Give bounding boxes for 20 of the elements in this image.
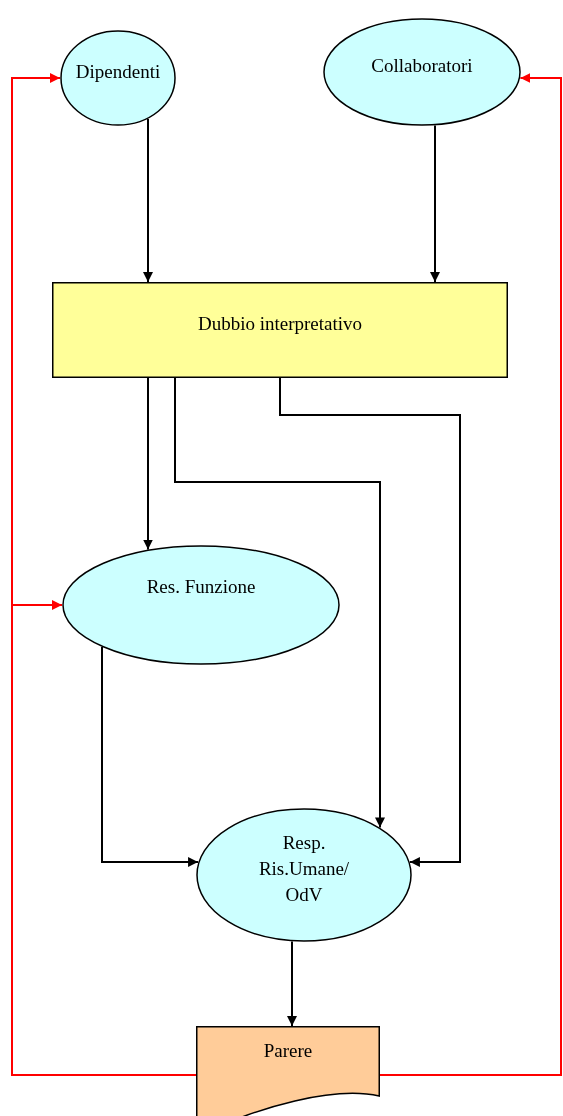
process-box bbox=[52, 282, 508, 378]
document-shape bbox=[196, 1026, 380, 1116]
node-label: Parere bbox=[262, 1039, 314, 1063]
node-label: Res. Funzione bbox=[145, 575, 257, 599]
node-label: Dubbio interpretativo bbox=[196, 312, 364, 336]
arrow bbox=[430, 124, 440, 283]
ellipse-node bbox=[60, 30, 176, 126]
ellipse-node bbox=[323, 18, 521, 126]
ellipse-node bbox=[62, 545, 340, 665]
arrow bbox=[287, 940, 297, 1027]
arrow bbox=[143, 377, 153, 551]
ellipse-node bbox=[196, 808, 412, 942]
arrow bbox=[174, 377, 385, 829]
node-label: Dipendenti bbox=[74, 60, 162, 84]
arrow bbox=[101, 646, 200, 867]
node-label: Collaboratori bbox=[370, 54, 474, 78]
arrow bbox=[379, 73, 562, 1076]
arrow bbox=[143, 118, 153, 283]
arrow bbox=[279, 377, 461, 867]
node-label: Resp. Ris.Umane/ OdV bbox=[257, 831, 351, 907]
